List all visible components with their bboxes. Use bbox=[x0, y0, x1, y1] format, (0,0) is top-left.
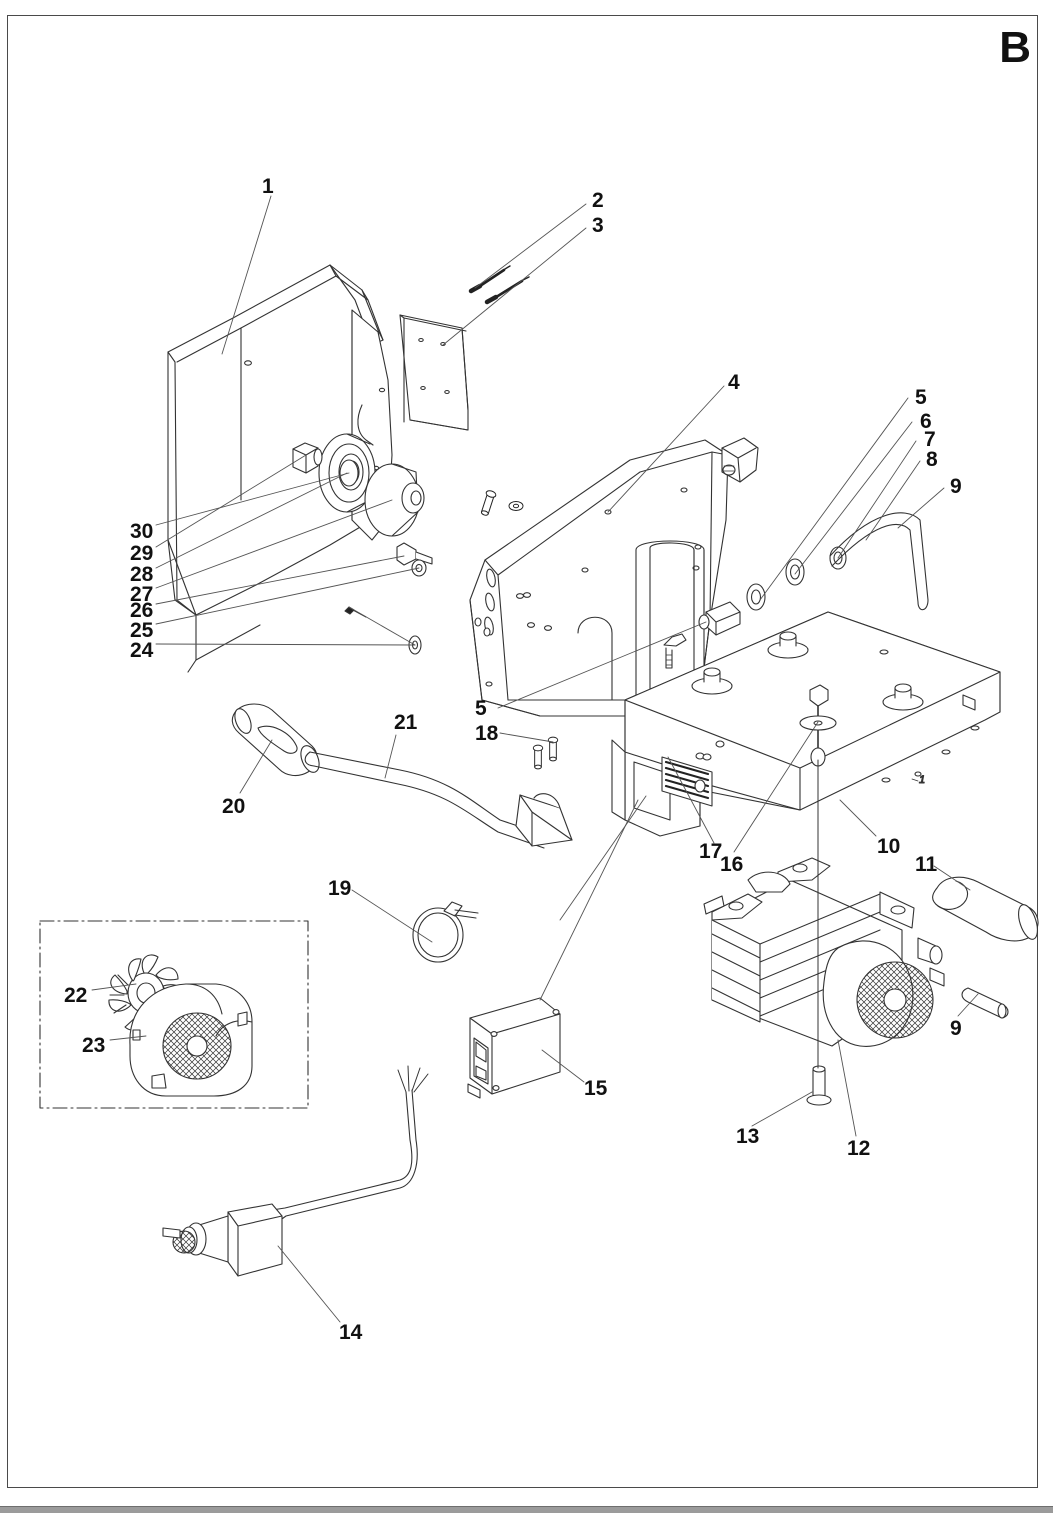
callout-26: 26 bbox=[130, 599, 154, 622]
callout-7: 7 bbox=[924, 428, 936, 451]
page-bottom-bar bbox=[0, 1506, 1053, 1513]
page-border bbox=[7, 15, 1038, 1488]
callout-16: 16 bbox=[720, 853, 744, 876]
callout-21: 21 bbox=[394, 711, 418, 734]
callout-18: 18 bbox=[475, 722, 499, 745]
callout-20: 20 bbox=[222, 795, 246, 818]
callout-14: 14 bbox=[339, 1321, 363, 1344]
callout-3: 3 bbox=[592, 214, 604, 237]
callout-22: 22 bbox=[64, 984, 88, 1007]
callout-13: 13 bbox=[736, 1125, 760, 1148]
callout-4: 4 bbox=[728, 371, 740, 394]
callout-25: 25 bbox=[130, 619, 154, 642]
callout-5: 5 bbox=[915, 386, 927, 409]
callout-11: 11 bbox=[915, 853, 938, 876]
callout-10: 10 bbox=[877, 835, 901, 858]
callout-17: 17 bbox=[699, 840, 723, 863]
callout-30: 30 bbox=[130, 520, 154, 543]
callout-9: 9 bbox=[950, 475, 962, 498]
callout-12: 12 bbox=[847, 1137, 871, 1160]
callout-27: 27 bbox=[130, 583, 154, 606]
callout-8: 8 bbox=[926, 448, 938, 471]
callout-28: 28 bbox=[130, 563, 154, 586]
callout-1: 1 bbox=[262, 175, 274, 198]
callout-19: 19 bbox=[328, 877, 352, 900]
callout-5-center: 5 bbox=[475, 697, 487, 720]
callout-9-pin: 9 bbox=[950, 1017, 962, 1040]
sheet-letter: B bbox=[999, 23, 1031, 72]
callout-2: 2 bbox=[592, 189, 604, 212]
callout-6: 6 bbox=[920, 410, 932, 433]
callout-29: 29 bbox=[130, 542, 154, 565]
callout-24: 24 bbox=[130, 639, 154, 662]
callout-23: 23 bbox=[82, 1034, 106, 1057]
callout-15: 15 bbox=[584, 1077, 608, 1100]
